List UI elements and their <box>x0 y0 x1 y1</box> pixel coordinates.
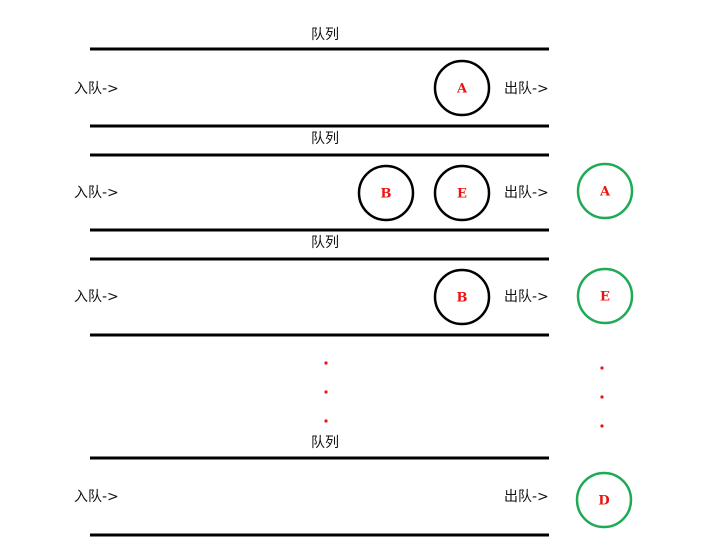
queue-2-enqueue-label: 入队-> <box>74 185 119 201</box>
queue-1: 队列 入队-> 出队-> A <box>74 27 549 128</box>
output-ellipsis-dot-3 <box>600 424 604 428</box>
queue-3: 队列 入队-> 出队-> B E <box>74 235 634 337</box>
queue-2-node-1-circle <box>357 164 415 222</box>
queue-2-node-1-label: B <box>381 187 392 202</box>
queue-3-title: 队列 <box>311 235 339 251</box>
output-ellipsis-dot-1 <box>600 366 604 370</box>
queue-3-node-circle <box>433 268 491 326</box>
dequeued-node-4-circle <box>575 471 633 529</box>
dequeued-node-2-circle <box>576 162 634 220</box>
queue-ellipsis-dot-3 <box>324 419 328 423</box>
output-ellipsis <box>600 366 604 428</box>
queue-2-node-2-circle <box>433 164 491 222</box>
queue-3-enqueue-label: 入队-> <box>74 289 119 305</box>
queue-ellipsis-dot-2 <box>324 390 328 394</box>
queue-1-node-label: A <box>456 82 468 97</box>
queue-4: 队列 入队-> 出队-> D <box>74 435 633 537</box>
queue-1-node-circle <box>433 59 491 117</box>
dequeued-node-2-label: A <box>599 185 611 200</box>
queue-1-enqueue-label: 入队-> <box>74 81 119 97</box>
queue-1-title: 队列 <box>311 27 339 43</box>
dequeued-node-3-circle <box>576 267 634 325</box>
queue-4-title: 队列 <box>311 435 339 451</box>
queue-2-node-2-label: E <box>457 187 467 202</box>
queue-3-node-label: B <box>457 291 468 306</box>
queue-2-title: 队列 <box>311 131 339 147</box>
queue-ellipsis-dot-1 <box>324 361 328 365</box>
queue-4-enqueue-label: 入队-> <box>74 489 119 505</box>
output-ellipsis-dot-2 <box>600 395 604 399</box>
queue-1-dequeue-label: 出队-> <box>504 81 549 97</box>
queue-3-dequeue-label: 出队-> <box>504 289 549 305</box>
queue-2-dequeue-label: 出队-> <box>504 185 549 201</box>
dequeued-node-3-label: E <box>600 290 610 305</box>
queue-2: 队列 入队-> 出队-> B E A <box>74 131 634 232</box>
dequeued-node-4-label: D <box>598 494 609 509</box>
queue-4-dequeue-label: 出队-> <box>504 489 549 505</box>
queue-ellipsis <box>324 361 328 423</box>
